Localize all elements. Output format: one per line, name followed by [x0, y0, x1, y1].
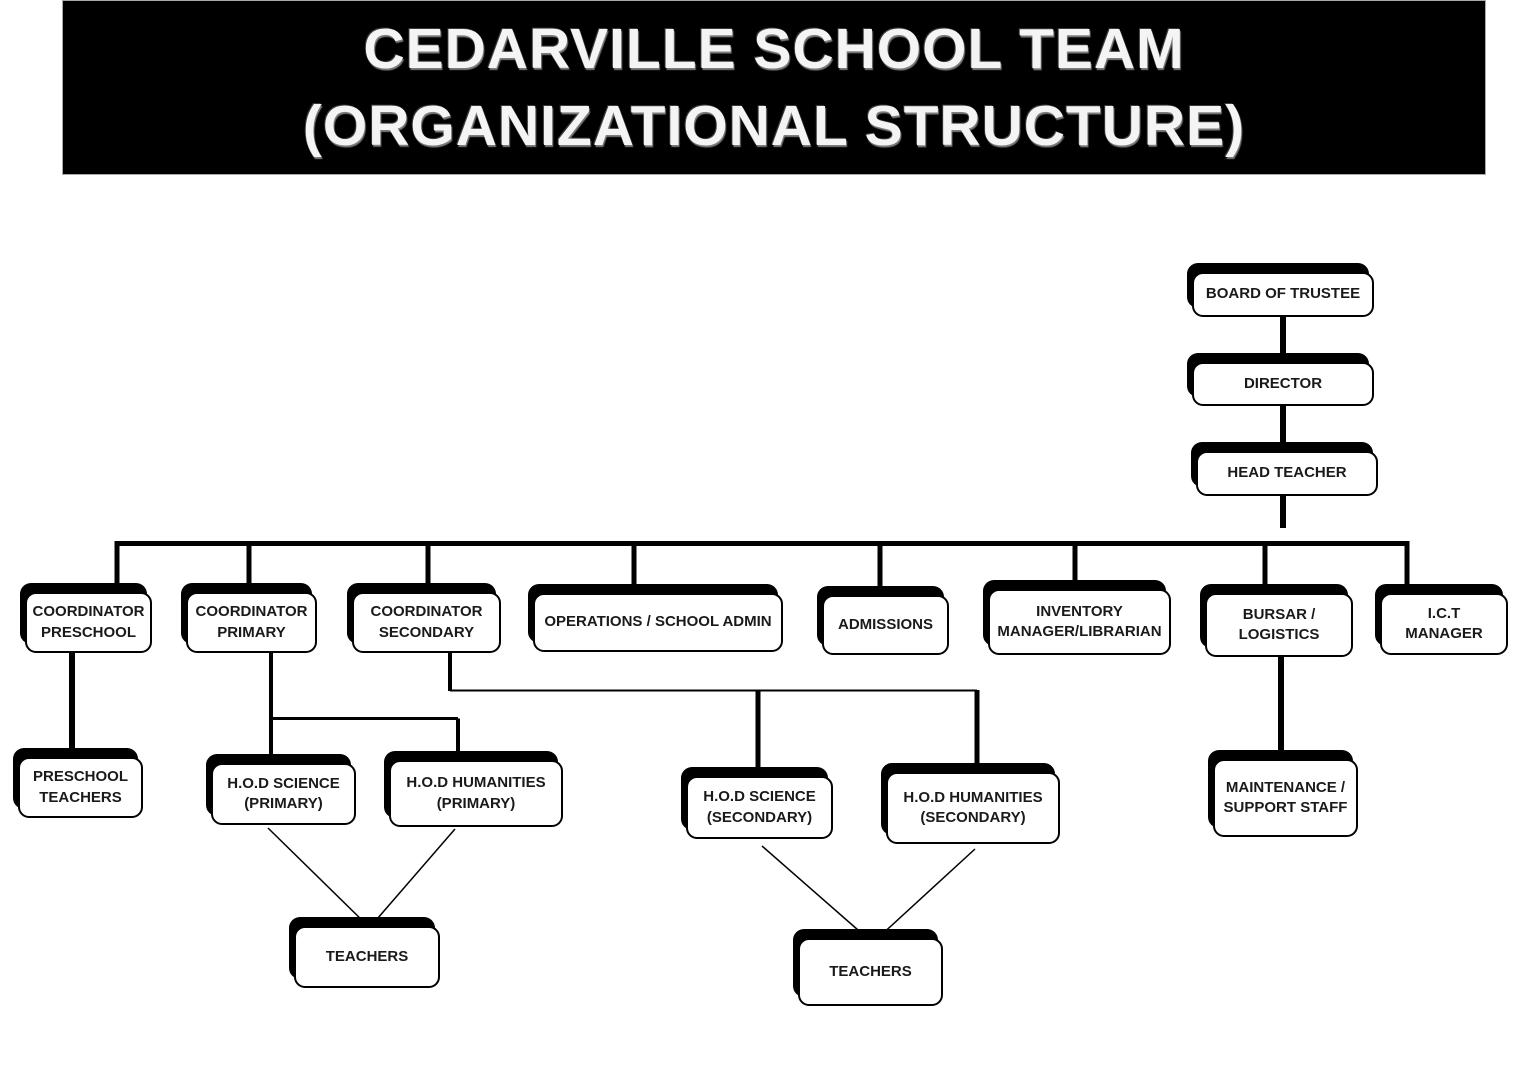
- org-node-coordinator-secondary: COORDINATOR SECONDARY: [352, 592, 501, 653]
- org-node-preschool-teachers: PRESCHOOL TEACHERS: [18, 757, 143, 818]
- org-node-admissions: ADMISSIONS: [822, 595, 949, 655]
- org-node-bursar-logistics: BURSAR / LOGISTICS: [1205, 593, 1353, 657]
- connector-line: [114, 541, 1410, 588]
- org-node-operations-school-admin: OPERATIONS / SCHOOL ADMIN: [533, 593, 783, 652]
- org-node-teachers-primary: TEACHERS: [294, 926, 440, 988]
- title-banner: CEDARVILLE SCHOOL TEAM (ORGANIZATIONAL S…: [62, 0, 1486, 175]
- org-node-director: DIRECTOR: [1192, 362, 1374, 406]
- org-node-hod-science-primary: H.O.D SCIENCE (PRIMARY): [211, 763, 356, 825]
- org-node-hod-humanities-primary: H.O.D HUMANITIES (PRIMARY): [389, 760, 563, 827]
- org-node-hod-humanities-secondary: H.O.D HUMANITIES (SECONDARY): [886, 772, 1060, 844]
- title-line-2: (ORGANIZATIONAL STRUCTURE): [302, 93, 1246, 158]
- org-node-ict-manager: I.C.T MANAGER: [1380, 593, 1508, 655]
- org-node-maintenance-support-staff: MAINTENANCE / SUPPORT STAFF: [1213, 759, 1358, 837]
- connector-line: [267, 827, 369, 927]
- org-node-coordinator-primary: COORDINATOR PRIMARY: [186, 592, 317, 653]
- org-node-teachers-secondary: TEACHERS: [798, 938, 943, 1006]
- org-node-head-teacher: HEAD TEACHER: [1196, 451, 1378, 496]
- org-node-coordinator-preschool: COORDINATOR PRESCHOOL: [25, 592, 152, 653]
- connector-line: [878, 848, 976, 938]
- org-node-board-of-trustee: BOARD OF TRUSTEE: [1192, 272, 1374, 317]
- org-node-inventory-manager-librarian: INVENTORY MANAGER/LIBRARIAN: [988, 589, 1171, 655]
- connector-line: [370, 828, 456, 927]
- title-line-1: CEDARVILLE SCHOOL TEAM: [363, 16, 1185, 81]
- connector-line: [761, 845, 867, 938]
- org-node-hod-science-secondary: H.O.D SCIENCE (SECONDARY): [686, 776, 833, 839]
